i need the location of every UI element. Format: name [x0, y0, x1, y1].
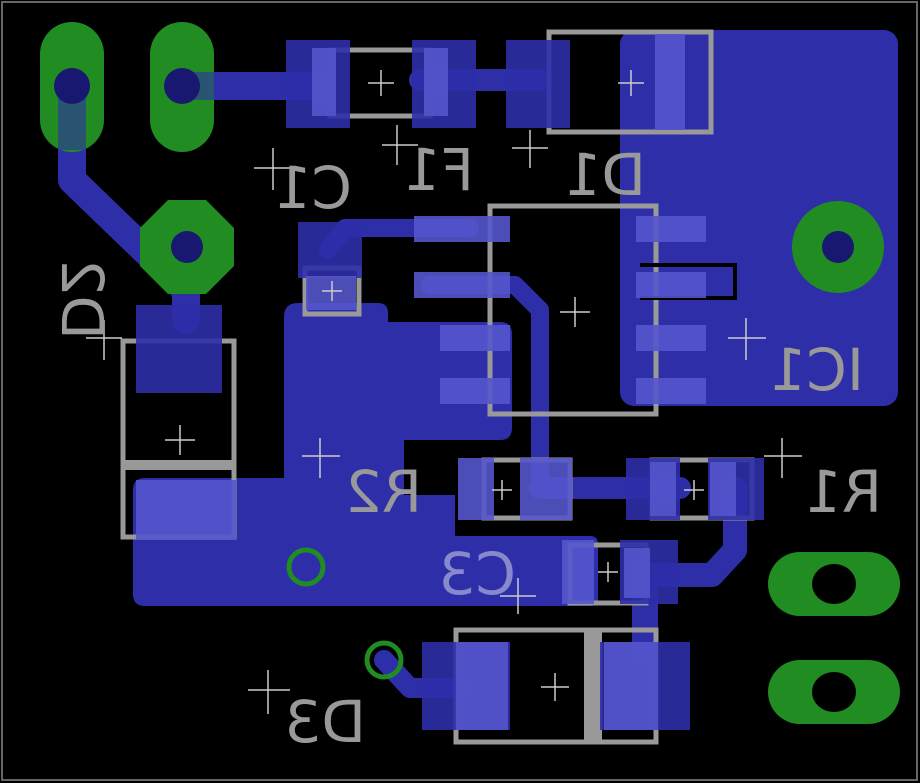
- copper-pours: [133, 30, 898, 606]
- ic1-pin-1[interactable]: [414, 216, 510, 242]
- ic1-tab-pour: [620, 30, 898, 406]
- j3-drill: [812, 564, 856, 604]
- r2-pad-2[interactable]: [520, 458, 572, 520]
- component-labels: C1 F1 D1 IC1 R2 R1 C3 D3 D2: [48, 136, 882, 756]
- f1-pad-1-inner: [312, 48, 336, 116]
- r1-pad-2-inner: [710, 462, 736, 516]
- label-d2: D2: [48, 258, 116, 340]
- d3-pad-1-inner: [456, 642, 508, 730]
- ic1-outline: [487, 203, 659, 417]
- d1-pad-1[interactable]: [506, 40, 570, 128]
- label-f1: F1: [404, 136, 474, 204]
- label-ic1: IC1: [769, 336, 864, 404]
- label-r1: R1: [805, 458, 882, 526]
- c3-pad-2-inner: [624, 548, 650, 598]
- ic1-tab-drill: [822, 231, 854, 263]
- j1-drill: [54, 68, 90, 104]
- through-hole-pads: [40, 22, 900, 724]
- ic1-pin-8[interactable]: [636, 378, 706, 404]
- c1-pad-1[interactable]: [298, 222, 362, 278]
- smd-pads: [136, 34, 764, 730]
- j4-drill: [812, 672, 856, 712]
- d3-pad-2-inner: [604, 642, 658, 730]
- label-r2: R2: [345, 458, 422, 526]
- label-c3: C3: [439, 540, 516, 608]
- center-pour: [284, 303, 512, 440]
- label-c1: C1: [275, 154, 352, 222]
- bottom-pour: [133, 478, 598, 606]
- d2-pad-1[interactable]: [136, 305, 222, 393]
- c3-pad-1[interactable]: [562, 540, 594, 604]
- ic1-pin-4[interactable]: [440, 378, 510, 404]
- d2-cathode-band: [123, 460, 234, 470]
- d2-pad-2[interactable]: [136, 480, 236, 540]
- r1-pad-1-inner: [650, 462, 676, 516]
- label-d1: D1: [564, 141, 646, 209]
- r2-pad-1[interactable]: [458, 458, 494, 520]
- f1-pad-2-inner: [424, 48, 448, 116]
- via-1[interactable]: [286, 547, 326, 587]
- d1-pad-2[interactable]: [655, 34, 685, 130]
- d2-octagon-drill: [171, 231, 203, 263]
- c1-pad-2[interactable]: [306, 276, 356, 310]
- ic1-pin-7[interactable]: [636, 325, 706, 351]
- ic1-pin-3[interactable]: [440, 325, 510, 351]
- label-d3: D3: [284, 688, 366, 756]
- via-2[interactable]: [364, 640, 404, 680]
- ic1-pin-2[interactable]: [414, 272, 510, 298]
- ic1-pin-5[interactable]: [636, 216, 706, 242]
- d3-cathode-band: [584, 630, 602, 742]
- ic1-pin-6[interactable]: [636, 272, 706, 298]
- origin-marks: [86, 70, 802, 714]
- j2-drill: [164, 68, 200, 104]
